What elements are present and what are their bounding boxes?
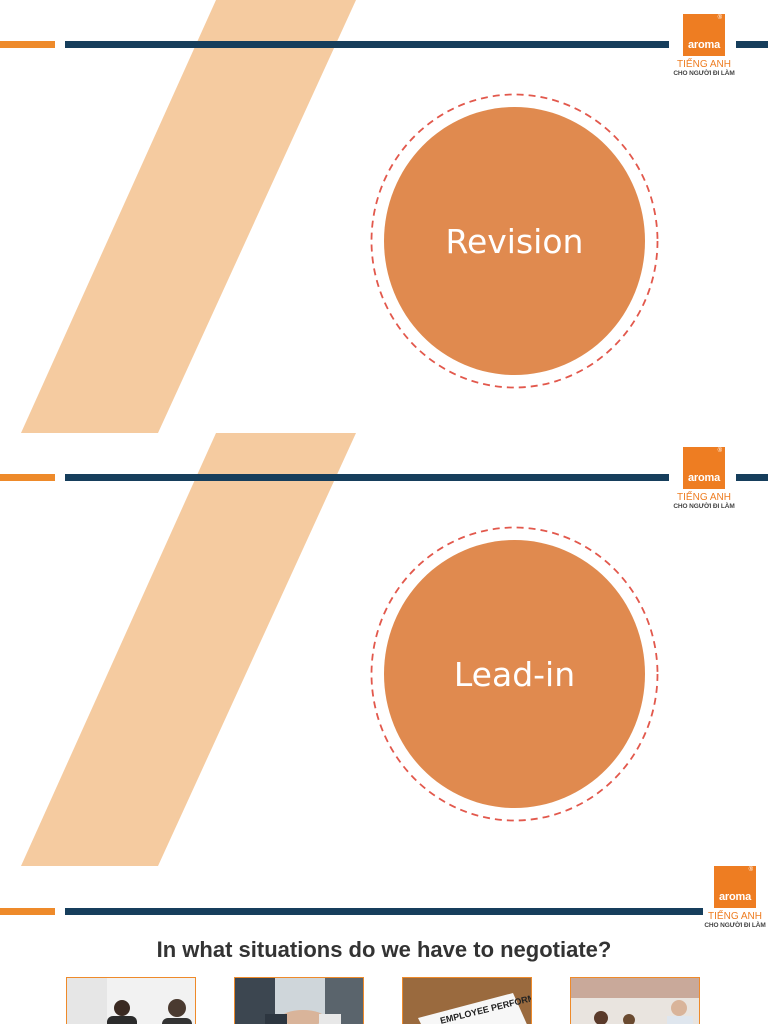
team-meeting-photo bbox=[570, 977, 700, 1024]
logo-tagline: TIẾNG ANH bbox=[677, 492, 731, 503]
logo-subtagline: CHO NGƯỜI ĐI LÀM bbox=[673, 70, 735, 77]
header-rule-end bbox=[736, 474, 768, 481]
section-circle: Revision bbox=[370, 93, 659, 389]
header-rule-end bbox=[736, 41, 768, 48]
slide-question: In what situations do we have to negotia… bbox=[156, 937, 612, 962]
employee-performance-photo: EMPLOYEE PERFORMANCE bbox=[402, 977, 532, 1024]
section-disc: Lead-in bbox=[384, 540, 645, 808]
aroma-logo: ® aroma TIẾNG ANH CHO NGƯỜI ĐI LÀM bbox=[669, 14, 739, 78]
header-rule bbox=[65, 474, 669, 481]
logo-box: ® aroma bbox=[683, 14, 725, 56]
slide-revision: ® aroma TIẾNG ANH CHO NGƯỜI ĐI LÀM Revis… bbox=[0, 0, 768, 433]
registered-mark: ® bbox=[717, 448, 722, 454]
registered-mark: ® bbox=[748, 867, 753, 873]
handshake-photo bbox=[234, 977, 364, 1024]
header-rule-accent bbox=[0, 41, 55, 48]
document-image: EMPLOYEE PERFORMANCE bbox=[403, 978, 531, 1024]
logo-tagline: TIẾNG ANH bbox=[677, 59, 731, 70]
header-rule bbox=[65, 41, 669, 48]
header-rule-accent bbox=[0, 474, 55, 481]
logo-word: aroma bbox=[687, 39, 721, 51]
section-circle: Lead-in bbox=[370, 526, 659, 822]
section-title: Lead-in bbox=[453, 654, 576, 694]
header-rule-accent bbox=[0, 908, 55, 915]
logo-subtagline: CHO NGƯỜI ĐI LÀM bbox=[704, 922, 766, 929]
diagonal-band bbox=[21, 0, 356, 433]
diagonal-band bbox=[21, 433, 356, 866]
aroma-logo: ® aroma TIẾNG ANH CHO NGƯỜI ĐI LÀM bbox=[700, 866, 768, 930]
logo-word: aroma bbox=[687, 472, 721, 484]
section-disc: Revision bbox=[384, 107, 645, 375]
slide-lead-in: ® aroma TIẾNG ANH CHO NGƯỜI ĐI LÀM Lead-… bbox=[0, 433, 768, 866]
section-title: Revision bbox=[445, 221, 584, 261]
logo-box: ® aroma bbox=[714, 866, 756, 908]
team-meeting-image bbox=[571, 978, 699, 1024]
logo-box: ® aroma bbox=[683, 447, 725, 489]
office-meeting-photo bbox=[66, 977, 196, 1024]
aroma-logo: ® aroma TIẾNG ANH CHO NGƯỜI ĐI LÀM bbox=[669, 447, 739, 511]
slide-negotiation-question: ® aroma TIẾNG ANH CHO NGƯỜI ĐI LÀM In wh… bbox=[0, 866, 768, 1024]
logo-subtagline: CHO NGƯỜI ĐI LÀM bbox=[673, 503, 735, 510]
dashed-ring bbox=[370, 93, 659, 389]
logo-tagline: TIẾNG ANH bbox=[708, 911, 762, 922]
header-rule bbox=[65, 908, 703, 915]
handshake-image bbox=[235, 978, 363, 1024]
dashed-ring bbox=[370, 526, 659, 822]
registered-mark: ® bbox=[717, 15, 722, 21]
logo-word: aroma bbox=[718, 891, 752, 903]
office-meeting-image bbox=[67, 978, 195, 1024]
